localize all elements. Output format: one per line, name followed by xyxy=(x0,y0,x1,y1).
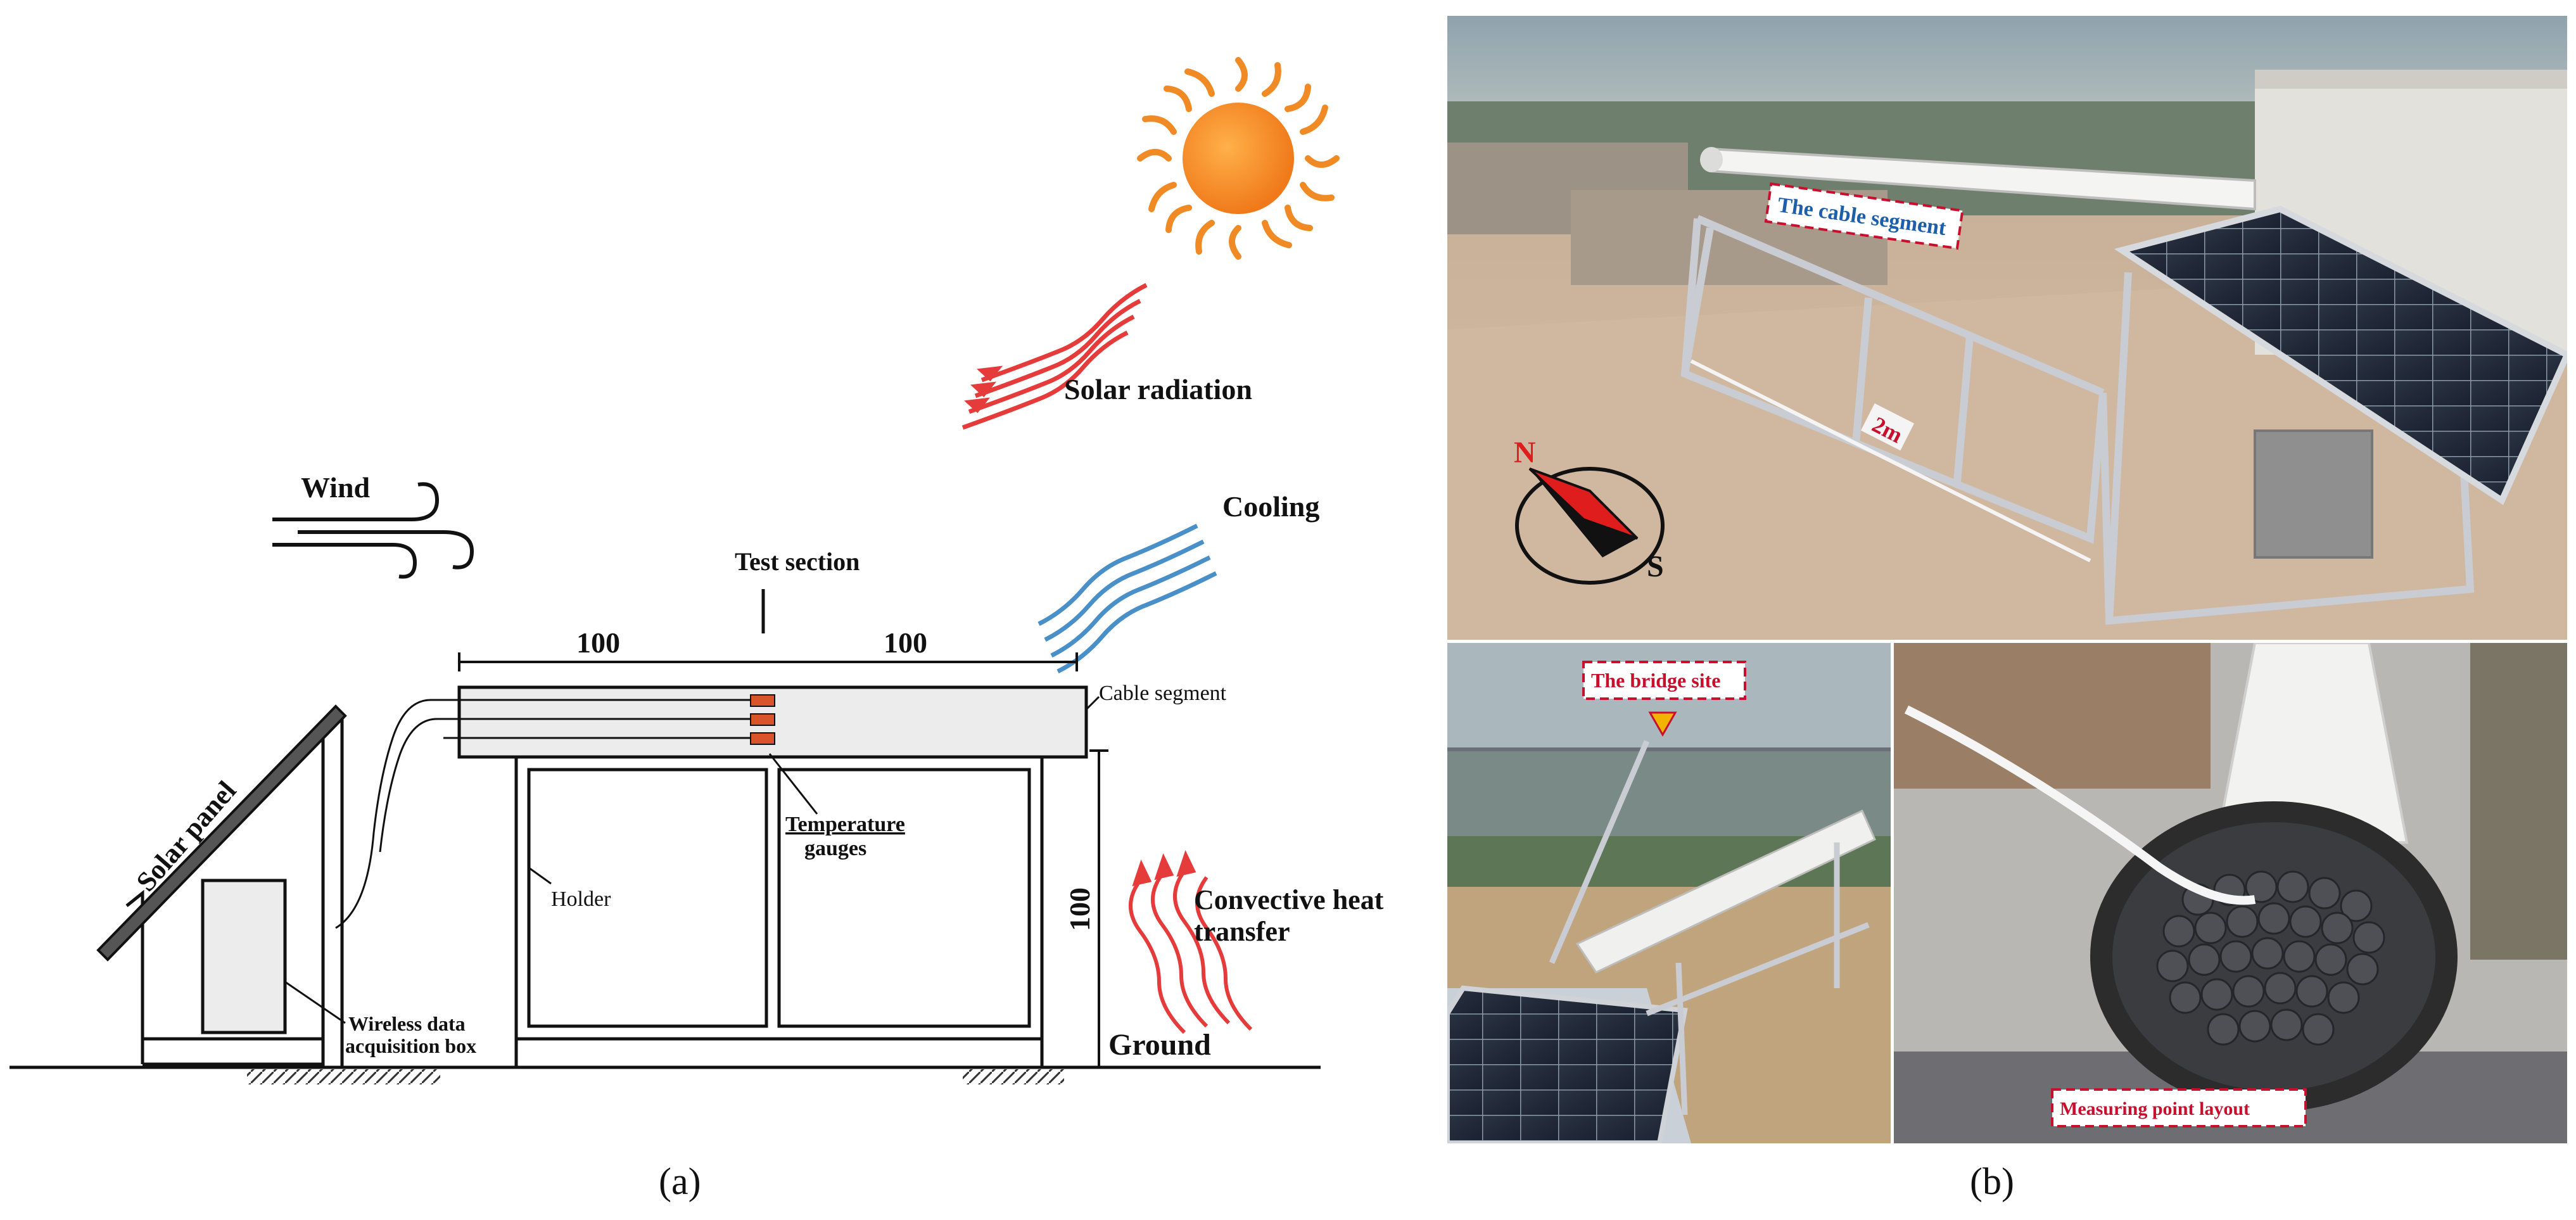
wireless-box-label-1: Wireless data xyxy=(348,1012,466,1035)
photo-rooftop-setup: 2m N S The cable segment xyxy=(1447,16,2567,640)
wireless-box-label-2: acquisition box xyxy=(345,1034,476,1057)
solar-radiation-label: Solar radiation xyxy=(1064,373,1252,405)
panel-b-photos: 2m N S The cable segment xyxy=(1447,16,2567,1202)
location-marker-icon xyxy=(1648,711,1677,737)
photo-measuring-points: Measuring point layout xyxy=(1894,643,2567,1143)
cooling-arrows-icon xyxy=(1037,523,1217,674)
wind-label: Wind xyxy=(301,471,371,504)
ground-label: Ground xyxy=(1108,1028,1211,1062)
cooling-label: Cooling xyxy=(1222,490,1319,523)
compass-icon: N S xyxy=(1514,436,1665,585)
convective-label-1: Convective heat xyxy=(1194,884,1384,915)
holder-frame xyxy=(514,755,1044,1069)
temperature-gauges-label-2: gauges xyxy=(804,837,866,860)
temperature-gauge xyxy=(750,713,775,726)
solar-panel-stand xyxy=(125,716,344,1067)
test-section-label: Test section xyxy=(735,547,860,576)
sun-icon xyxy=(1137,57,1340,260)
photo-bridge-site: The bridge site xyxy=(1447,643,1891,1143)
convective-label-2: transfer xyxy=(1194,916,1290,947)
convective-arrows-icon xyxy=(1129,850,1253,1034)
holder-label: Holder xyxy=(551,887,611,911)
dimension-left-label: 100 xyxy=(576,626,620,659)
temperature-gauge xyxy=(750,732,775,745)
temperature-gauge xyxy=(750,694,775,707)
panel-a-schematic: Solar radiation Wind Cooling Test sectio… xyxy=(10,57,1384,1202)
measuring-point-label: Measuring point layout xyxy=(2060,1098,2250,1119)
bridge-site-label: The bridge site xyxy=(1591,669,1720,692)
compass-north: N xyxy=(1514,436,1536,469)
wires xyxy=(335,699,751,929)
compass-south: S xyxy=(1647,550,1664,583)
dimension-right-label: 100 xyxy=(884,626,927,659)
dimension-height-label: 100 xyxy=(1063,887,1096,931)
wireless-box-icon xyxy=(201,879,287,1034)
panel-a-caption: (a) xyxy=(659,1160,701,1202)
solar-panel-icon xyxy=(96,704,347,962)
temperature-gauges-label-1: Temperature xyxy=(785,813,905,836)
wind-icon xyxy=(272,482,474,579)
cable-segment-label: Cable segment xyxy=(1099,682,1227,705)
panel-b-caption: (b) xyxy=(1970,1160,2014,1202)
solar-radiation-arrows-icon xyxy=(961,283,1148,430)
